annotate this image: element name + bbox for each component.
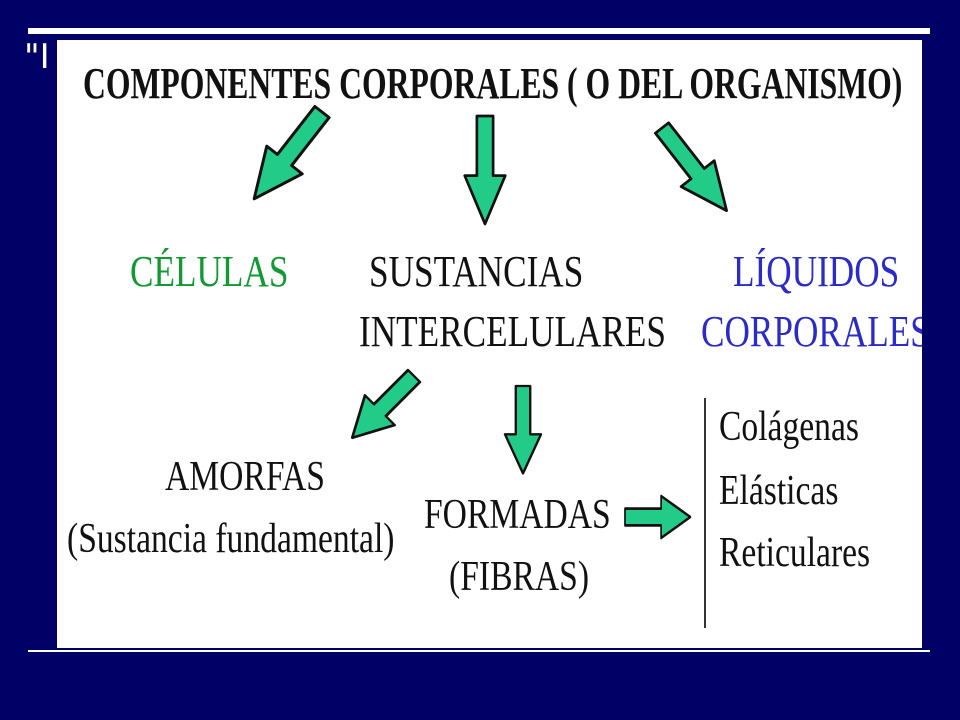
arrow-to-amorphous-icon	[336, 359, 431, 454]
cells-node: CÉLULAS	[130, 247, 289, 296]
arrow-to-intercellular-icon	[463, 114, 507, 226]
fluids-node-line1: LÍQUIDOS	[733, 247, 900, 296]
formed-node-line2: (FIBRAS)	[449, 554, 590, 600]
bullet-mark-icon: "I	[24, 37, 50, 77]
diagram-panel: COMPONENTES CORPORALES ( O DEL ORGANISMO…	[57, 40, 922, 648]
fiber-type-item: Elásticas	[719, 468, 839, 514]
diagram-title: COMPONENTES CORPORALES ( O DEL ORGANISMO…	[83, 59, 903, 108]
bottom-rule	[28, 650, 930, 652]
top-rule	[28, 28, 930, 34]
intercellular-node-line2: INTERCELULARES	[359, 307, 667, 356]
amorphous-node-line1: AMORFAS	[165, 454, 325, 500]
fiber-type-item: Reticulares	[719, 530, 871, 576]
arrow-to-fluids-icon	[644, 113, 745, 225]
arrow-to-fiber-types-icon	[623, 494, 692, 540]
amorphous-node-line2: (Sustancia fundamental)	[67, 516, 395, 562]
arrow-to-formed-icon	[503, 384, 543, 475]
fiber-type-item: Colágenas	[719, 404, 859, 450]
fluids-node-line2: CORPORALES	[701, 307, 922, 356]
arrow-to-cells-icon	[234, 96, 342, 215]
intercellular-node-line1: SUSTANCIAS	[369, 247, 584, 296]
formed-node-line1: FORMADAS	[424, 492, 611, 538]
fiber-types-divider	[704, 398, 706, 628]
